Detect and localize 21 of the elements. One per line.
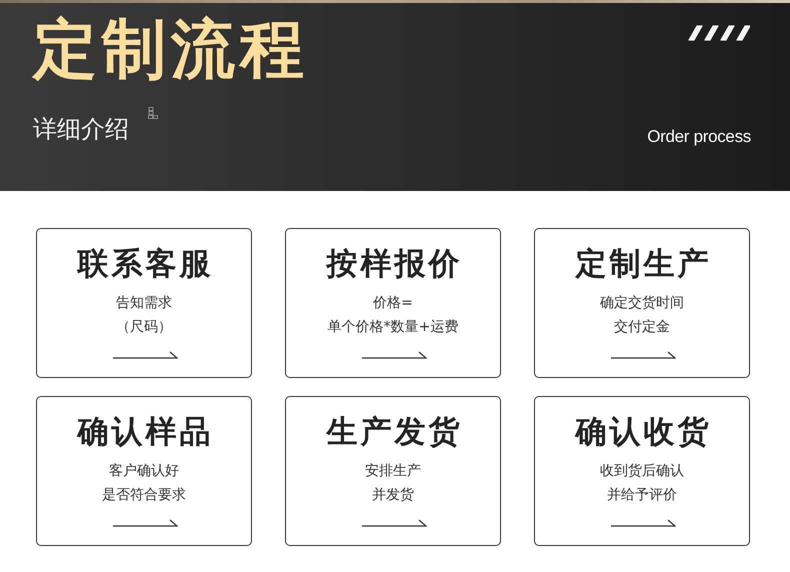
step-title: 定制生产 [574,245,712,284]
step-description: 价格=单个价格*数量+运费 [328,294,458,337]
step-description: 客户确认好是否符合要求 [102,462,186,505]
step-card [534,396,750,546]
step-title: 联系客服 [76,245,214,284]
step-title: 确认收货 [574,413,712,452]
step-card [36,228,252,378]
step-description: 确定交货时间交付定金 [600,294,684,337]
step-card [534,228,750,378]
subtitle: 详细介绍 [33,114,129,145]
step-card [285,396,501,546]
step-card [285,228,501,378]
step-title: 按样报价 [324,245,462,284]
step-description: 收到货后确认并给予评价 [600,462,684,505]
step-description: 安排生产并发货 [365,462,421,505]
step-title: 确认样品 [76,413,214,452]
english-subtitle: Order process [647,126,751,148]
step-description: 告知需求（尺码） [116,294,172,337]
step-card [36,396,252,546]
step-title: 生产发货 [324,413,462,452]
page-title: 定制流程 [33,14,309,86]
